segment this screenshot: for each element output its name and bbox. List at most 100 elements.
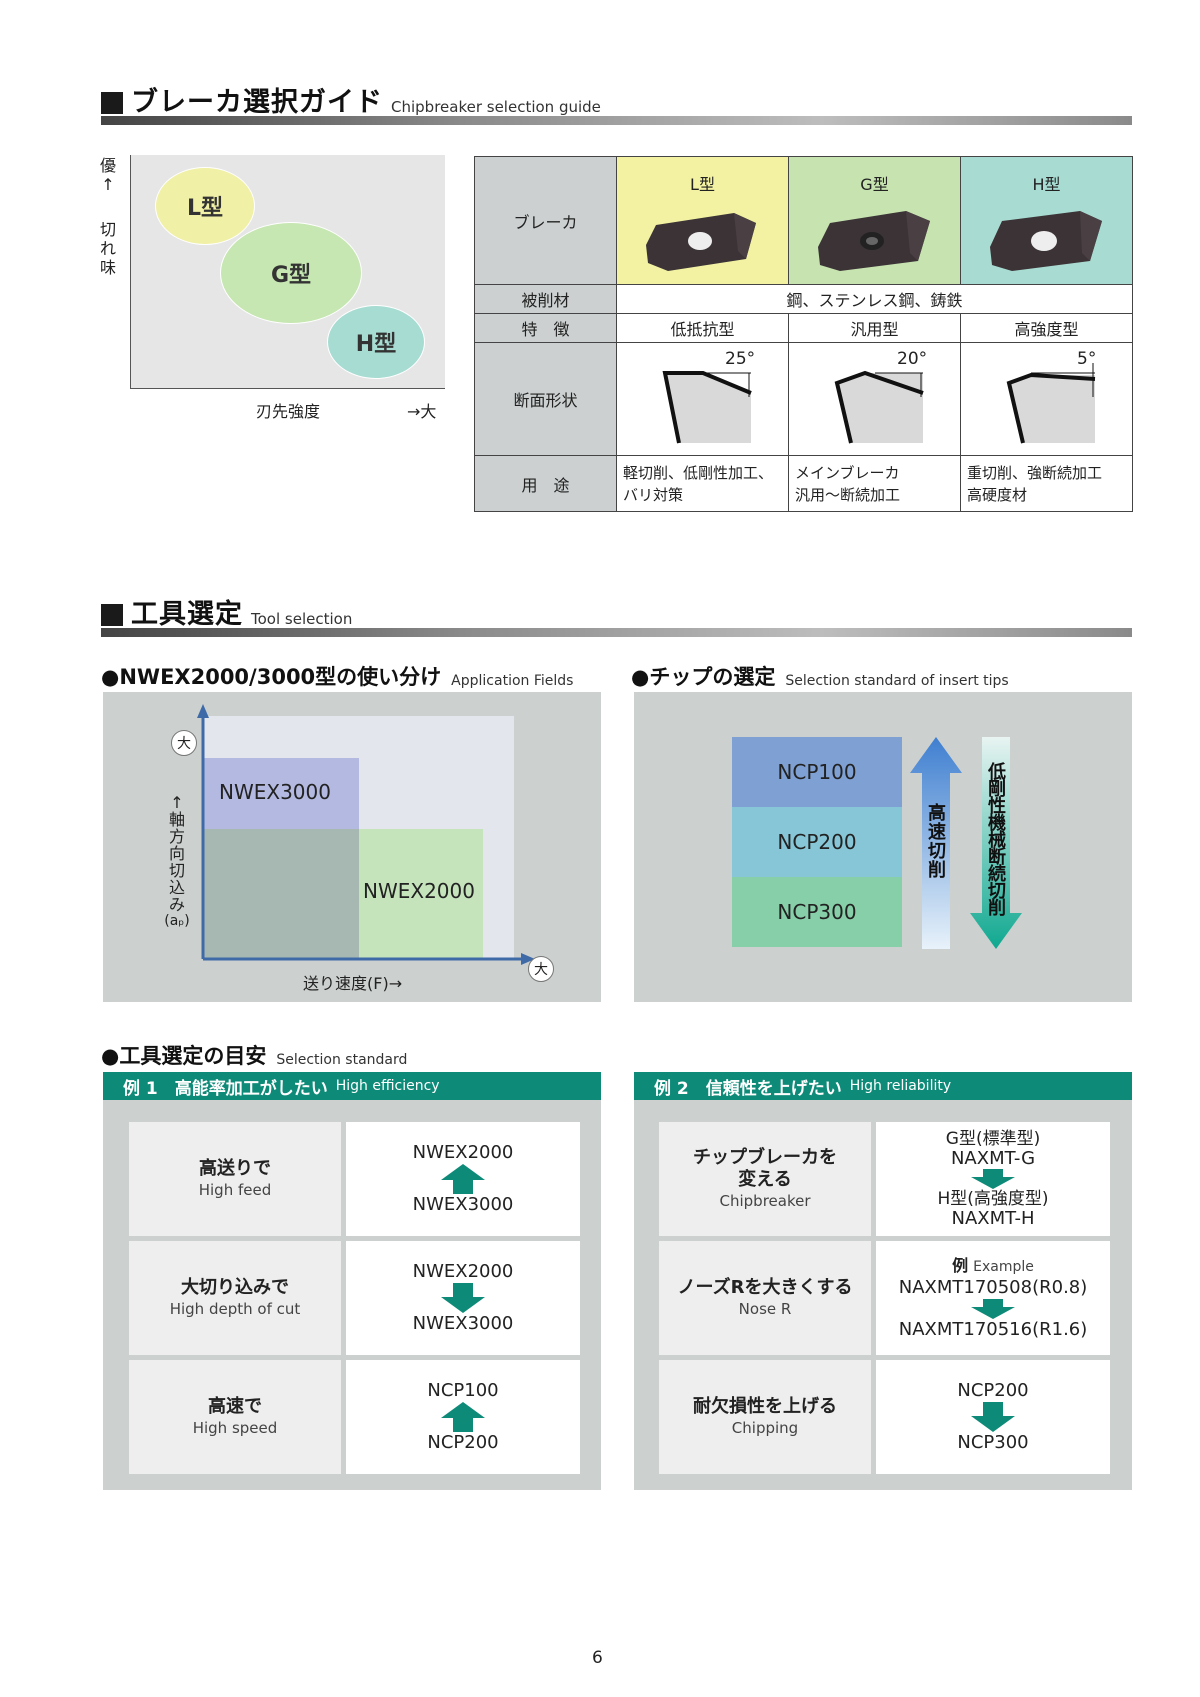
y-axis-char: 向 — [168, 844, 185, 863]
app-fields-title-en: Application Fields — [451, 673, 574, 689]
angle-l: 25° — [725, 349, 756, 369]
down-arrow-icon — [441, 1283, 485, 1313]
ex2-row2-r3: NAXMT170516(R1.6) — [898, 1318, 1088, 1340]
bubble-y-label: 優 ↑ 切 れ 味 — [100, 156, 116, 277]
ex2-row1-value: G型(標準型) NAXMT-G H型(高強度型) NAXMT-H — [876, 1122, 1110, 1236]
insert-h-icon — [989, 211, 1102, 271]
ex2-row3-value: NCP200 NCP300 — [876, 1360, 1110, 1474]
ex1-row3-value: NCP100 NCP200 — [346, 1360, 580, 1474]
bubble-l-label: L型 — [186, 196, 224, 221]
bubble-g-label: G型 — [270, 263, 312, 288]
ex1-row1-jp: 高送りで — [199, 1158, 271, 1179]
y-label-char: 切 — [100, 220, 117, 239]
y-label-char: 味 — [100, 258, 117, 277]
angle-g: 20° — [897, 349, 928, 369]
ex2-row1-jp1: チップブレーカを — [693, 1147, 837, 1168]
axes-arrows-icon — [197, 704, 535, 965]
row-header-text: 断面形状 — [513, 391, 578, 410]
example1-bar-en: High efficiency — [335, 1078, 440, 1094]
use-h: 重切削、強断続加工高硬度材 — [960, 455, 1133, 512]
row-header-material: 被削材 — [474, 284, 617, 314]
down-char: 切 — [988, 881, 1006, 902]
row-header-text: 特 徴 — [521, 320, 570, 339]
grade-ncp300: NCP300 — [732, 877, 902, 947]
region-nwex3000-label: NWEX3000 — [219, 780, 331, 804]
ex1-row2-en: High depth of cut — [169, 1300, 301, 1318]
y-max-badge: 大 — [171, 730, 197, 756]
ex2-row1-label: チップブレーカを 変える Chipbreaker — [659, 1122, 871, 1236]
chip-select-title-en: Selection standard of insert tips — [785, 673, 1009, 689]
up-char: 高 — [928, 803, 946, 824]
section-title-tool: 工具選定 Tool selection — [101, 592, 352, 631]
app-fields-panel: NWEX3000 NWEX2000 大 大 ↑ 軸 方 向 切 込 み (aₚ)… — [103, 692, 601, 1002]
breaker-table: ブレーカ L型 G型 H型 — [474, 156, 1133, 512]
row-header-text: 用 途 — [521, 475, 570, 495]
ex2-row1-r4: NAXMT-H — [951, 1208, 1035, 1229]
y-axis-char: 軸 — [168, 810, 185, 829]
up-char: 削 — [928, 860, 946, 881]
ex2-row1-r3: H型(高強度型) — [937, 1189, 1049, 1209]
ex2-row2-r2: NAXMT170508(R0.8) — [898, 1276, 1088, 1298]
down-arrow-label: 低 剛 性 機 械 断 続 切 削 — [984, 762, 1010, 918]
section-profile-h-icon — [1006, 363, 1096, 444]
use-line: 高硬度材 — [967, 485, 1028, 504]
bubble-h-label: H型 — [355, 332, 397, 357]
col-l: L型 — [616, 156, 789, 285]
down-char: 械 — [988, 830, 1006, 851]
sel-std-title: ●工具選定の目安 Selection standard — [101, 1040, 407, 1070]
ex2-row2-label: ノーズRを大きくする Nose R — [659, 1241, 871, 1355]
down-arrow-icon — [971, 1402, 1015, 1432]
up-arrow-icon — [441, 1402, 485, 1432]
section-rule — [101, 116, 1132, 125]
section-profile-g-icon — [834, 370, 924, 444]
ex1-row1-top: NWEX2000 — [412, 1142, 514, 1163]
region-nwex2000: NWEX2000 — [359, 829, 483, 959]
app-fields-title-jp: ●NWEX2000/3000型の使い分け — [101, 665, 442, 689]
y-axis-char: 切 — [168, 861, 185, 880]
sel-std-title-en: Selection standard — [276, 1052, 408, 1068]
ex2-row3-label: 耐欠損性を上げる Chipping — [659, 1360, 871, 1474]
up-arrow-label: 高 速 切 削 — [924, 804, 950, 880]
y-label-char: 優 — [100, 156, 117, 175]
profile-g: 20° — [788, 342, 961, 456]
ex1-row1-value: NWEX2000 NWEX3000 — [346, 1122, 580, 1236]
y-axis-char: 込 — [168, 878, 185, 897]
ex2-row2-jp: ノーズRを大きくする — [677, 1277, 853, 1298]
col-h: H型 — [960, 156, 1133, 285]
region-nwex3000: NWEX3000 — [203, 758, 359, 829]
use-line: 汎用〜断続加工 — [795, 485, 901, 504]
ex2-row2-example: 例 Example — [952, 1256, 1034, 1277]
section-title-breaker: ブレーカ選択ガイド Chipbreaker selection guide — [101, 80, 601, 119]
ex2-row1-jp2: 変える — [738, 1169, 792, 1190]
up-arrow-icon — [441, 1164, 485, 1194]
example-jp: 例 — [952, 1255, 969, 1275]
chip-select-panel: NCP100 NCP200 NCP300 高 速 切 削 低 剛 性 機 械 断… — [634, 692, 1132, 1002]
section-rule — [101, 628, 1132, 637]
down-char: 機 — [988, 813, 1006, 834]
example2-bar-jp: 例 2 信頼性を上げたい — [654, 1078, 842, 1099]
insert-g-icon — [817, 211, 930, 271]
x-max-badge: 大 — [528, 956, 554, 982]
angle-h: 5° — [1077, 349, 1097, 369]
ex1-row1-en: High feed — [198, 1181, 272, 1199]
feature-l: 低抵抗型 — [616, 313, 789, 343]
use-line: 重切削、強断続加工 — [967, 463, 1103, 482]
ex2-row3-top: NCP200 — [957, 1380, 1029, 1401]
example2-bar-en: High reliability — [849, 1078, 952, 1094]
ex1-row3-bottom: NCP200 — [427, 1432, 499, 1453]
ex1-row2-value: NWEX2000 NWEX3000 — [346, 1241, 580, 1355]
up-arrow-icon — [910, 737, 962, 949]
y-label-char: れ — [100, 239, 117, 258]
ex1-row2-top: NWEX2000 — [412, 1261, 514, 1282]
down-arrow-icon — [971, 1298, 1015, 1319]
profile-l: 25° — [616, 342, 789, 456]
down-char: 性 — [988, 796, 1006, 817]
down-char: 低 — [988, 762, 1006, 783]
x-axis-label: 送り速度(F)→ — [303, 974, 403, 993]
ex1-row2-bottom: NWEX3000 — [412, 1313, 514, 1334]
ex2-row2-value: 例 Example NAXMT170508(R0.8) NAXMT170516(… — [876, 1241, 1110, 1355]
ex1-row2-jp: 大切り込みで — [181, 1277, 289, 1298]
ex2-row1-r1: G型(標準型) — [945, 1129, 1041, 1149]
ex1-row3-en: High speed — [192, 1419, 278, 1437]
use-line: バリ対策 — [623, 485, 684, 504]
